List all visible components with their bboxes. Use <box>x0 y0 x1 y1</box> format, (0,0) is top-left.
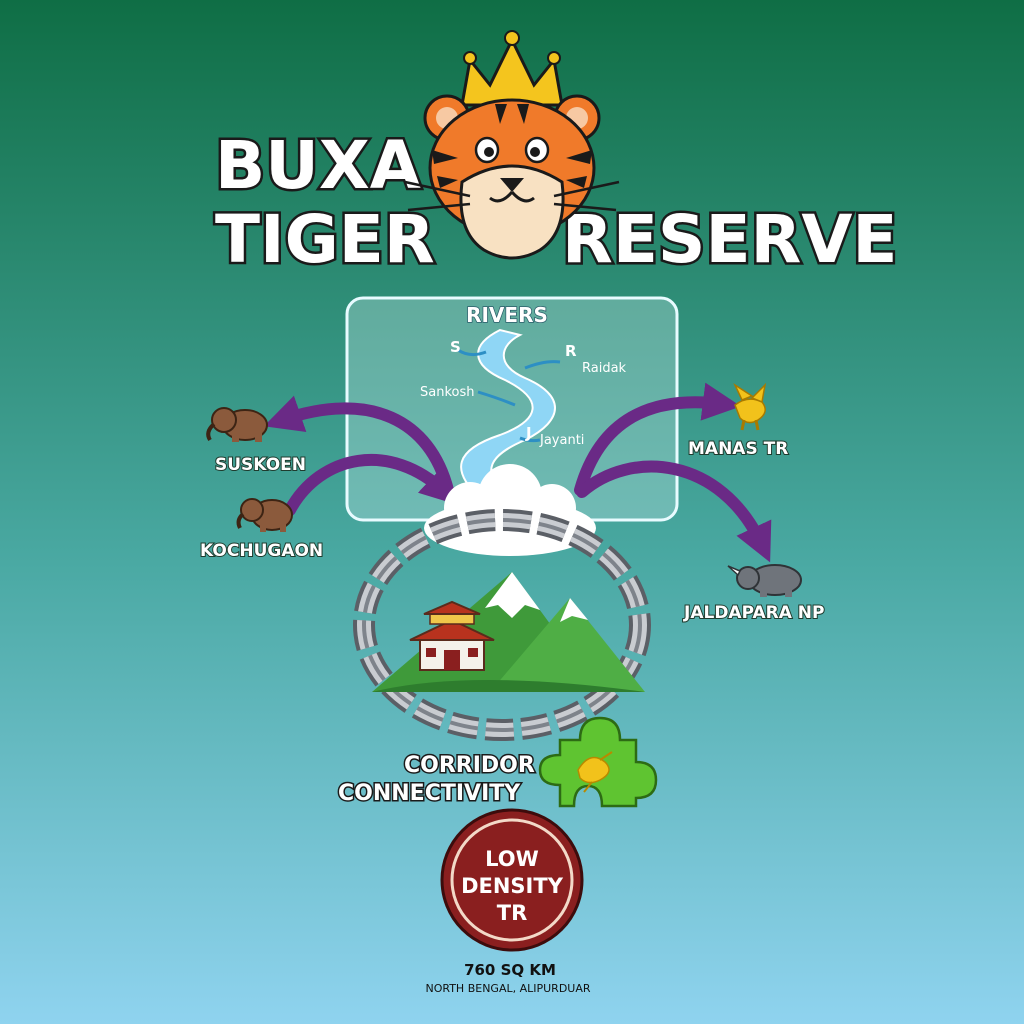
tiger-mascot-icon <box>404 30 620 260</box>
rhino-icon <box>727 564 802 597</box>
river-initial-r: R <box>565 342 577 360</box>
neighbor-label-kochugaon: KOCHUGAON <box>200 541 323 561</box>
elephant-icon <box>236 498 293 532</box>
corridor-line-1: CORRIDOR <box>404 753 535 778</box>
corridor-line-2: CONNECTIVITY <box>338 781 521 806</box>
area-text: 760 SQ KM <box>464 961 556 979</box>
title-block: BUXA TIGER RESERVE <box>213 125 901 281</box>
elephant-icon <box>206 407 268 442</box>
winged-horse-icon <box>733 382 767 431</box>
badge-line-1: LOW <box>485 847 539 871</box>
crown-icon <box>460 30 564 107</box>
location-text: NORTH BENGAL, ALIPURDUAR <box>425 982 590 995</box>
neighbor-label-jaldapara: JALDAPARA NP <box>683 603 825 623</box>
river-label-sankosh: Sankosh <box>420 385 475 400</box>
badge-line-2: DENSITY <box>461 874 564 898</box>
dragon-icon <box>577 751 613 793</box>
arrow-to-manas <box>574 382 742 496</box>
arrow-from-kochugaon <box>284 454 459 516</box>
puzzle-piece-icon <box>538 716 658 808</box>
river-label-jayanti: Jayanti <box>539 433 584 448</box>
monastery-icon <box>409 600 495 671</box>
title-line-2: TIGER <box>215 201 435 278</box>
river-initial-s: S <box>450 338 461 356</box>
title-line-3: RESERVE <box>562 201 898 278</box>
low-density-badge: LOW DENSITY TR <box>440 808 584 952</box>
rivers-heading: RIVERS <box>466 303 548 327</box>
river-initial-j: J <box>525 424 532 442</box>
connection-arrows <box>263 382 772 563</box>
title-line-1: BUXA <box>215 127 421 204</box>
arrow-to-jaldapara <box>576 460 772 563</box>
neighbor-label-suskoen: SUSKOEN <box>215 455 306 475</box>
neighbor-label-manas: MANAS TR <box>688 439 788 459</box>
chain-ring-icon <box>353 509 651 741</box>
river-label-raidak: Raidak <box>582 361 627 376</box>
badge-line-3: TR <box>497 901 528 925</box>
